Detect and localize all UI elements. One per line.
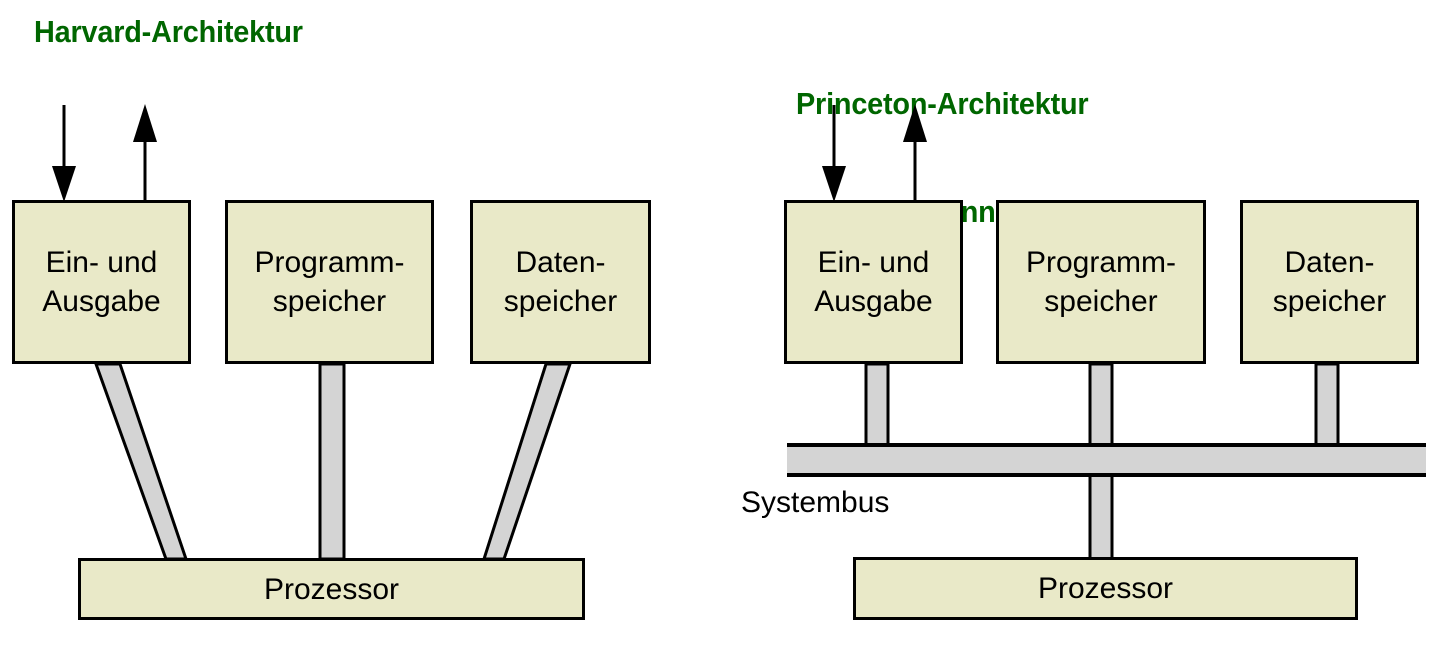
harvard-block-datenspeicher[interactable]: Daten- speicher <box>470 200 651 364</box>
princeton-block-io-label: Ein- und Ausgabe <box>814 246 933 318</box>
princeton-systembus-bar <box>787 443 1426 477</box>
princeton-stub-cpu <box>1088 472 1114 562</box>
princeton-stub-progmem <box>1088 362 1114 448</box>
harvard-block-programmspeicher[interactable]: Programm- speicher <box>225 200 434 364</box>
princeton-block-programmspeicher[interactable]: Programm- speicher <box>996 200 1206 364</box>
harvard-block-io-label: Ein- und Ausgabe <box>42 246 161 318</box>
princeton-block-datenspeicher-label: Daten- speicher <box>1272 246 1387 318</box>
harvard-bus-io-to-cpu <box>93 362 189 561</box>
princeton-stub-datamem <box>1314 362 1340 448</box>
harvard-block-datenspeicher-label: Daten- speicher <box>503 246 618 318</box>
harvard-block-io[interactable]: Ein- und Ausgabe <box>12 200 191 364</box>
princeton-stub-io <box>864 362 890 448</box>
harvard-block-programmspeicher-label: Programm- speicher <box>254 246 405 318</box>
harvard-title: Harvard-Architektur <box>34 14 303 49</box>
harvard-output-arrow <box>133 104 157 200</box>
princeton-block-prozessor-label: Prozessor <box>1037 572 1174 605</box>
harvard-block-prozessor[interactable]: Prozessor <box>78 558 585 620</box>
princeton-block-prozessor[interactable]: Prozessor <box>853 557 1358 620</box>
harvard-input-arrow <box>52 105 76 202</box>
princeton-title-line-1: Princeton-Architektur <box>796 86 1089 121</box>
harvard-block-prozessor-label: Prozessor <box>263 572 400 606</box>
harvard-bus-progmem-to-cpu <box>318 362 346 561</box>
harvard-bus-datamem-to-cpu <box>481 362 573 561</box>
systembus-label: Systembus <box>741 486 890 519</box>
princeton-block-io[interactable]: Ein- und Ausgabe <box>784 200 963 364</box>
princeton-block-datenspeicher[interactable]: Daten- speicher <box>1240 200 1419 364</box>
princeton-block-programmspeicher-label: Programm- speicher <box>1025 246 1176 318</box>
